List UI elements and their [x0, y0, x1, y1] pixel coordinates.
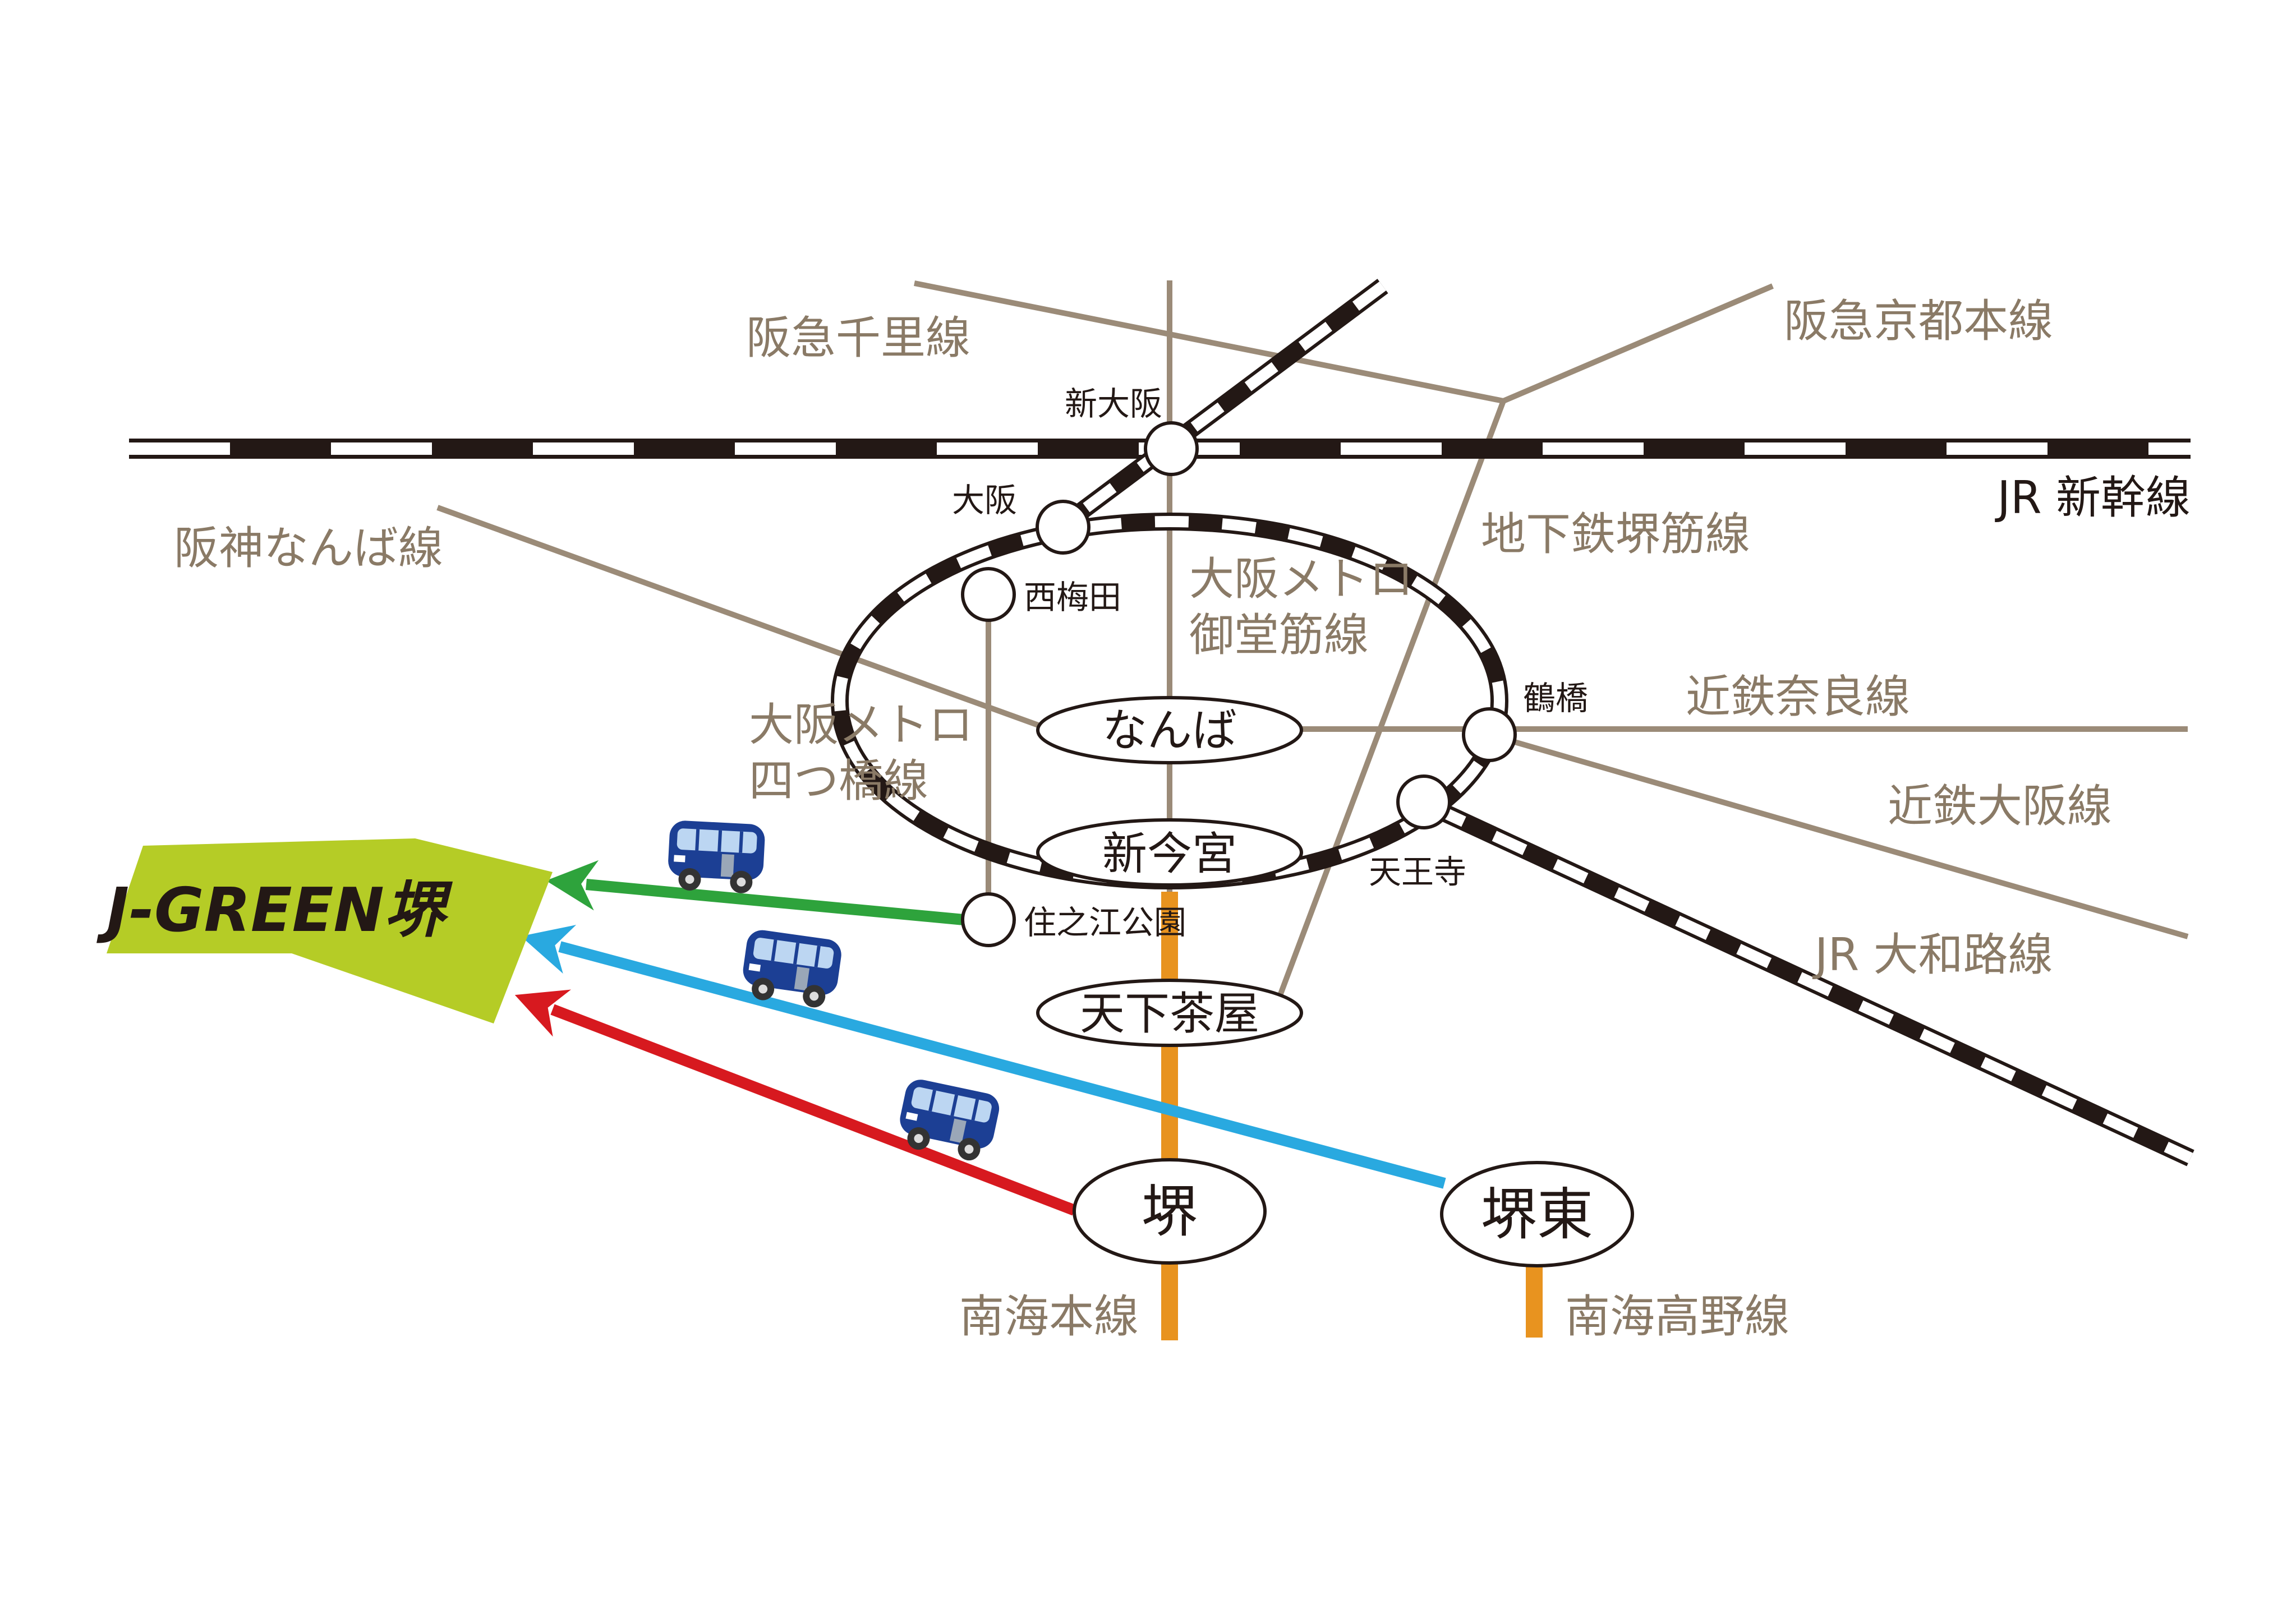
station-label-suminoe-koen: 住之江公園 [1024, 903, 1186, 942]
line-label-hanshin-namba: 阪神なんば線 [174, 522, 443, 574]
line-label-metro-yotsubashi-2: 四つ橋線 [749, 755, 928, 807]
station-marker-nishi-umeda [961, 567, 1016, 622]
line-label-jr-shinkansen: JR 新幹線 [1994, 472, 2191, 524]
station-marker-sakai [1073, 1158, 1267, 1265]
bus-icon [667, 820, 766, 895]
hanshin-namba-line [436, 505, 1050, 732]
jr-lines [129, 279, 2194, 1166]
station-marker-tengachaya [1036, 979, 1303, 1047]
line-label-metro-midosuji-2: 御堂筋線 [1189, 609, 1369, 661]
station-marker-shin-osaka [1144, 421, 1199, 476]
station-label-osaka: 大阪 [952, 481, 1017, 519]
station-marker-tsuruhashi [1462, 707, 1517, 762]
route-arrow-green [546, 860, 964, 925]
line-label-kintetsu-osaka: 近鉄大阪線 [1888, 780, 2112, 832]
station-label-sakai: 堺 [1142, 1179, 1198, 1244]
hankyu-kyoto-line [1502, 283, 1774, 404]
destination: J-GREEN堺 [96, 838, 553, 1023]
station-marker-tennoji [1396, 774, 1451, 829]
line-label-nankai-main: 南海本線 [959, 1290, 1139, 1343]
route-arrows [514, 860, 1446, 1216]
subway-sakaisuji-line [1276, 400, 1506, 999]
line-label-nankai-koya: 南海高野線 [1565, 1290, 1789, 1343]
station-label-tengachaya: 天下茶屋 [1080, 988, 1259, 1040]
station-markers [961, 421, 1634, 1267]
station-marker-namba [1036, 696, 1303, 764]
brown-lines [436, 280, 2189, 999]
station-label-namba: なんば [1102, 704, 1237, 757]
kintetsu-osaka-line [1488, 732, 2189, 939]
station-marker-osaka [1036, 500, 1091, 555]
station-label-shin-imamiya: 新今宮 [1102, 828, 1237, 880]
line-labels: 阪急千里線 阪急京都本線 JR 新幹線 阪神なんば線 地下鉄堺筋線 大阪メトロ … [174, 295, 2191, 1343]
route-arrow-red [514, 989, 1076, 1216]
line-label-hankyu-senri: 阪急千里線 [746, 312, 970, 364]
station-label-tennoji: 天王寺 [1369, 853, 1466, 891]
line-label-hankyu-kyoto: 阪急京都本線 [1784, 295, 2053, 347]
station-label-tsuruhashi: 鶴橋 [1523, 679, 1588, 717]
station-label-sakai-higashi: 堺東 [1481, 1182, 1593, 1247]
hankyu-senri-line [914, 280, 1504, 404]
line-label-kintetsu-nara: 近鉄奈良線 [1686, 671, 1910, 723]
line-label-metro-midosuji-1: 大阪メトロ [1189, 553, 1414, 605]
station-labels: 新大阪 大阪 西梅田 鶴橋 天王寺 住之江公園 なんば 新今宮 天下茶屋 堺 堺… [952, 385, 1593, 1247]
destination-label: J-GREEN堺 [96, 875, 453, 946]
line-label-metro-yotsubashi-1: 大阪メトロ [749, 699, 973, 751]
nankai-lines [1161, 892, 1543, 1340]
destination-shape [107, 838, 553, 1023]
jr-yamatoji-line [1430, 802, 2193, 1164]
station-marker-suminoe-koen [961, 892, 1016, 947]
station-marker-sakai-higashi [1440, 1161, 1634, 1267]
station-marker-shin-imamiya [1036, 818, 1303, 887]
line-label-subway-sakaisuji: 地下鉄堺筋線 [1481, 508, 1750, 560]
station-label-nishi-umeda: 西梅田 [1024, 578, 1121, 616]
station-label-shin-osaka: 新大阪 [1065, 385, 1162, 423]
line-label-jr-yamatoji: JR 大和路線 [1812, 929, 2053, 981]
route-arrow-blue [521, 925, 1446, 1189]
